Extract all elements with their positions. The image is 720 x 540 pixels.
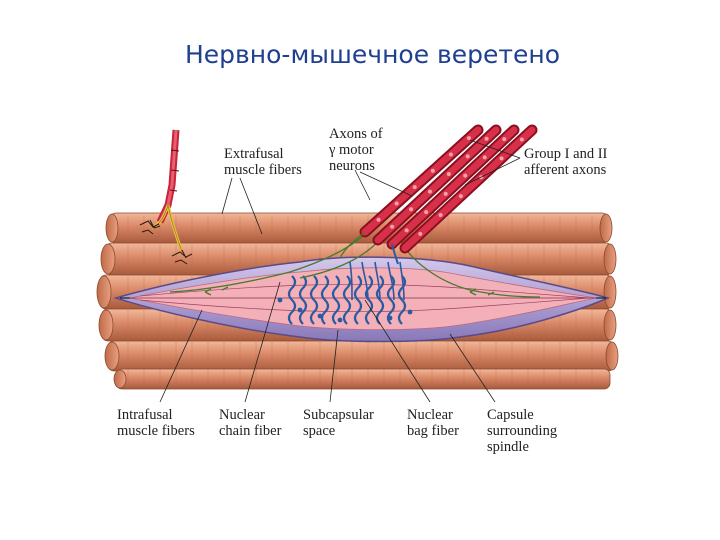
subcapsular-label: Subcapsular space xyxy=(303,407,374,439)
leader-lines xyxy=(159,139,521,403)
gamma-axons-label: Axons of γ motor neurons xyxy=(329,126,383,174)
capsule-label: Capsule surrounding spindle xyxy=(487,407,558,455)
nuclear-chain-label: Nuclear chain fiber xyxy=(219,407,282,439)
intrafusal-label: Intrafusal muscle fibers xyxy=(117,407,195,439)
alpha-motor-nerve xyxy=(139,129,193,265)
nuclear-bag-label: Nuclear bag fiber xyxy=(407,407,459,439)
slide-title: Нервно-мышечное веретено xyxy=(185,40,560,69)
spindle-capsule xyxy=(113,256,611,343)
axon-bundle xyxy=(339,124,538,265)
fiber-end-caps xyxy=(96,213,619,389)
afferent-axons-label: Group I and II afferent axons xyxy=(524,146,608,178)
extrafusal-label: Extrafusal muscle fibers xyxy=(224,146,302,178)
afferent-sensory-endings xyxy=(277,261,413,325)
